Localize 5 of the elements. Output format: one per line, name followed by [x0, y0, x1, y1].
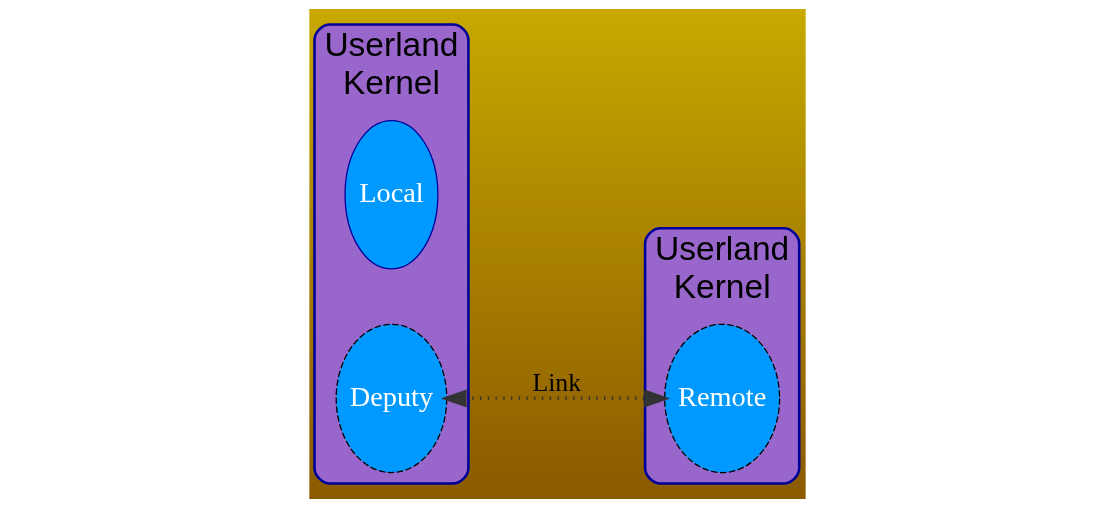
node-ellipse: Local: [344, 119, 439, 269]
edge-label: Link: [532, 367, 582, 397]
arrow: [440, 388, 671, 407]
node-ellipse: Deputy: [335, 323, 448, 473]
node-ellipse: Remote: [664, 323, 781, 473]
